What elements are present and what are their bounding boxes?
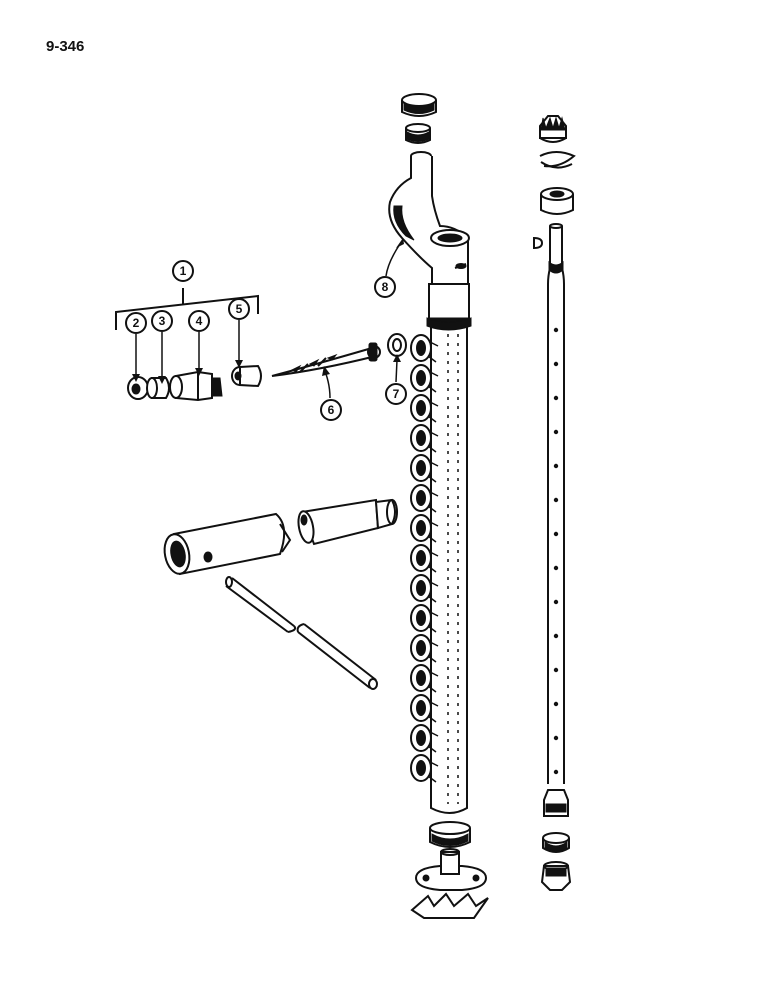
callout-5: 5: [228, 298, 250, 320]
outlet-boss: [410, 454, 439, 483]
manifold-top-cap: [401, 93, 437, 117]
callout-7-label: 7: [393, 387, 400, 401]
outlet-boss: [410, 664, 439, 693]
part-4-adapter: [169, 370, 223, 402]
gasket-clip: [410, 892, 489, 919]
shaft-hole: [553, 327, 559, 333]
manifold-bottom-bushing: [429, 821, 471, 848]
outlet-boss: [410, 484, 439, 513]
part-6-nozzle: [271, 342, 381, 377]
outlet-boss: [410, 724, 439, 753]
callout-1-label: 1: [180, 264, 187, 278]
part-3-bushing: [146, 377, 170, 399]
outlet-boss: [410, 634, 439, 663]
part-5-fitting: [231, 364, 262, 388]
callout-3-label: 3: [159, 314, 166, 328]
top-gear-nut: [539, 115, 567, 143]
drive-shaft-assembly: [533, 115, 576, 891]
outlet-boss: [410, 754, 439, 783]
callout-6: 6: [320, 399, 342, 421]
manifold-bushing: [405, 123, 431, 144]
shaft-hole: [553, 599, 559, 605]
shaft-bottom-nut: [540, 861, 572, 891]
part-2-cap: [127, 376, 149, 400]
callout-7: 7: [385, 383, 407, 405]
callout-8: 8: [374, 276, 396, 298]
shaft-hole: [553, 565, 559, 571]
shaft-hole: [553, 735, 559, 741]
shaft-bushing: [540, 187, 574, 215]
callout-4: 4: [188, 310, 210, 332]
shaft-bottom-ring: [542, 832, 570, 853]
outlet-boss: [410, 574, 439, 603]
leader-lines: [135, 243, 401, 399]
outlet-bosses: [410, 334, 439, 783]
shaft-hole: [553, 395, 559, 401]
callout-4-label: 4: [196, 314, 203, 328]
shaft-hole: [553, 429, 559, 435]
outlet-boss: [410, 424, 439, 453]
shaft-hole: [553, 667, 559, 673]
callout-8-label: 8: [382, 280, 389, 294]
outlet-boss: [410, 394, 439, 423]
outlet-boss: [410, 694, 439, 723]
shaft-hole: [553, 701, 559, 707]
snap-ring: [539, 151, 576, 169]
outlet-boss: [410, 334, 439, 363]
inner-tube: [297, 498, 398, 546]
page-number: 9-346: [46, 38, 85, 55]
callout-6-label: 6: [328, 403, 335, 417]
callout-5-label: 5: [236, 302, 243, 316]
swivel-elbow: [388, 151, 470, 289]
outlet-boss: [410, 544, 439, 573]
outlet-boss: [410, 514, 439, 543]
outlet-boss: [410, 364, 439, 393]
shaft-bottom-fitting: [543, 789, 569, 817]
shaft-hole: [553, 361, 559, 367]
outer-tube: [163, 512, 292, 576]
shaft-hole: [553, 497, 559, 503]
shaft-hole: [553, 531, 559, 537]
shaft-hole: [553, 633, 559, 639]
shaft-hole: [553, 463, 559, 469]
part-7-washer: [387, 333, 407, 357]
guide-rod: [225, 576, 378, 690]
woodruff-key: [533, 236, 544, 250]
mounting-flange: [414, 848, 488, 891]
callout-3: 3: [151, 310, 173, 332]
manifold-tube: [388, 93, 472, 814]
shaft-holes: [553, 327, 559, 775]
callout-1: 1: [172, 260, 194, 282]
outlet-boss: [410, 604, 439, 633]
shaft-hole: [553, 769, 559, 775]
group-bracket: [115, 288, 259, 330]
leader-arrowheads: [132, 238, 404, 384]
callout-2: 2: [125, 312, 147, 334]
callout-2-label: 2: [133, 316, 140, 330]
